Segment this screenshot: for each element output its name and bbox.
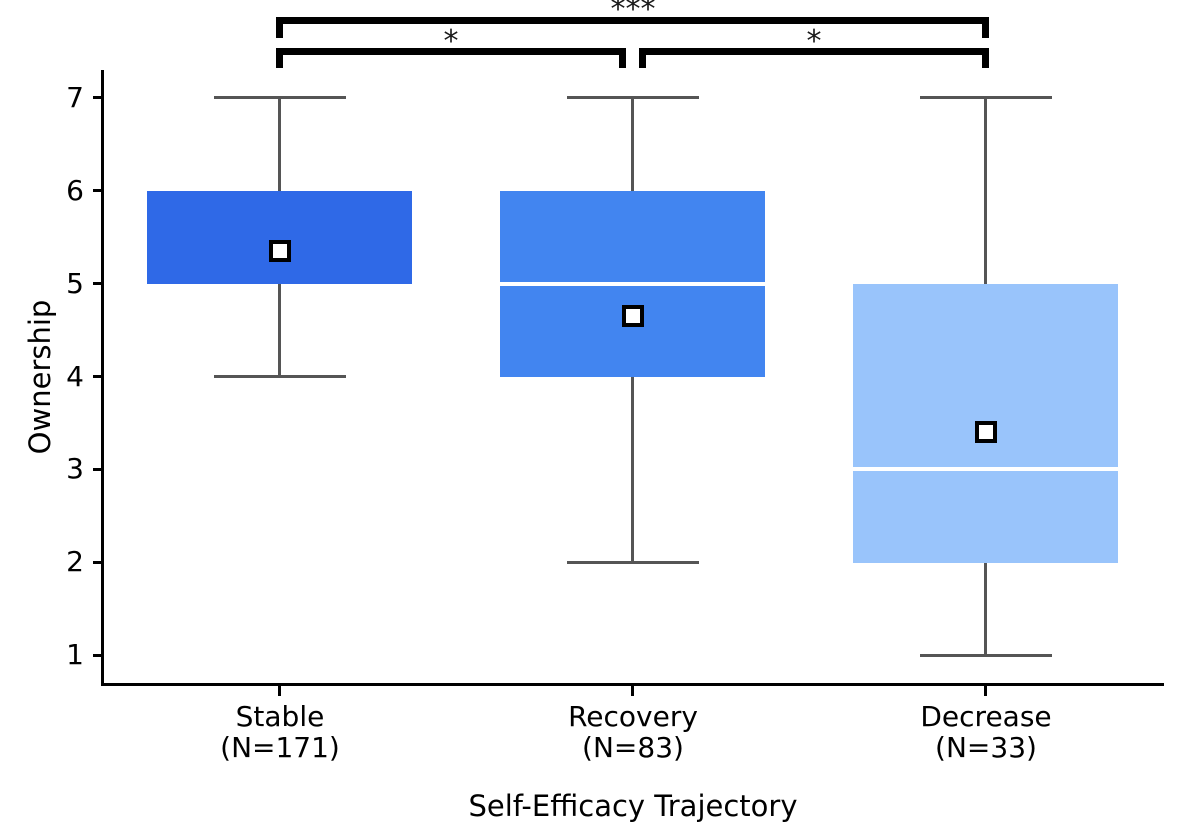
x-tick-mark-stable bbox=[278, 686, 281, 696]
whisker-cap-top-decrease bbox=[920, 96, 1052, 99]
sig-bracket-stable-recovery-label: * bbox=[443, 24, 459, 59]
y-tick-label: 2 bbox=[66, 545, 84, 578]
whisker-cap-top-recovery bbox=[567, 96, 699, 99]
mean-marker-decrease bbox=[975, 421, 997, 443]
sig-bracket-recovery-decrease-label: * bbox=[806, 24, 822, 59]
x-category-n-stable: (N=171) bbox=[220, 731, 340, 764]
y-tick-label: 6 bbox=[66, 174, 84, 207]
y-tick-label: 4 bbox=[66, 360, 84, 393]
y-tick-mark bbox=[93, 189, 101, 192]
sig-bracket-recovery-decrease-end-left bbox=[639, 48, 646, 68]
y-tick-label: 5 bbox=[66, 267, 84, 300]
x-axis-spine bbox=[101, 683, 1164, 686]
y-tick-mark bbox=[93, 468, 101, 471]
x-category-label-decrease: Decrease(N=33) bbox=[836, 701, 1136, 763]
x-category-n-decrease: (N=33) bbox=[935, 731, 1037, 764]
sig-bracket-stable-recovery-end-left bbox=[276, 48, 283, 68]
x-category-name-decrease: Decrease bbox=[920, 700, 1052, 733]
y-tick-mark bbox=[93, 654, 101, 657]
x-tick-mark-decrease bbox=[984, 686, 987, 696]
y-axis-spine bbox=[101, 70, 104, 686]
whisker-upper-decrease bbox=[984, 98, 987, 284]
sig-bracket-stable-recovery-bar bbox=[276, 48, 626, 55]
x-category-label-recovery: Recovery(N=83) bbox=[483, 701, 783, 763]
whisker-cap-top-stable bbox=[214, 96, 346, 99]
y-tick-label: 1 bbox=[66, 638, 84, 671]
x-category-n-recovery: (N=83) bbox=[582, 731, 684, 764]
sig-bracket-recovery-decrease-bar bbox=[639, 48, 989, 55]
y-tick-label: 3 bbox=[66, 452, 84, 485]
whisker-cap-bottom-recovery bbox=[567, 561, 699, 564]
x-axis-title: Self-Efficacy Trajectory bbox=[468, 789, 798, 823]
sig-bracket-stable-recovery-end-right bbox=[619, 48, 626, 68]
sig-bracket-stable-decrease-bar bbox=[276, 17, 989, 24]
sig-bracket-stable-decrease-label: *** bbox=[610, 0, 656, 27]
mean-marker-stable bbox=[269, 240, 291, 262]
x-category-label-stable: Stable(N=171) bbox=[130, 701, 430, 763]
y-axis-title: Ownership bbox=[23, 299, 57, 455]
whisker-upper-stable bbox=[278, 98, 281, 191]
whisker-cap-bottom-stable bbox=[214, 375, 346, 378]
x-category-name-recovery: Recovery bbox=[568, 700, 698, 733]
whisker-upper-recovery bbox=[631, 98, 634, 191]
whisker-lower-stable bbox=[278, 284, 281, 377]
median-line-recovery bbox=[500, 282, 765, 286]
y-tick-mark bbox=[93, 96, 101, 99]
whisker-cap-bottom-decrease bbox=[920, 654, 1052, 657]
box-rect-stable bbox=[147, 191, 412, 284]
whisker-lower-recovery bbox=[631, 377, 634, 563]
mean-marker-recovery bbox=[622, 305, 644, 327]
median-line-decrease bbox=[853, 467, 1118, 471]
sig-bracket-stable-decrease-end-right bbox=[982, 17, 989, 38]
y-tick-mark bbox=[93, 282, 101, 285]
whisker-lower-decrease bbox=[984, 562, 987, 655]
sig-bracket-stable-decrease-end-left bbox=[276, 17, 283, 38]
y-tick-label: 7 bbox=[66, 81, 84, 114]
x-tick-mark-recovery bbox=[631, 686, 634, 696]
y-tick-mark bbox=[93, 561, 101, 564]
sig-bracket-recovery-decrease-end-right bbox=[982, 48, 989, 68]
x-category-name-stable: Stable bbox=[235, 700, 325, 733]
y-tick-mark bbox=[93, 375, 101, 378]
